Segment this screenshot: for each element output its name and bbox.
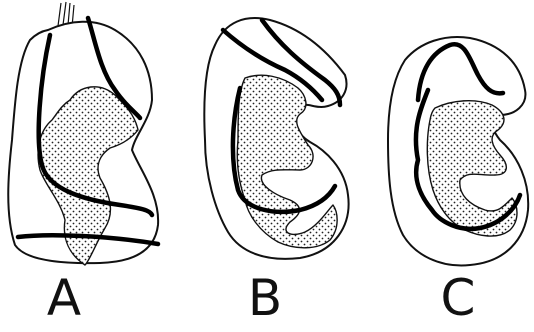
figure-label-b: B — [235, 270, 295, 326]
figure-label-a: A — [34, 270, 94, 326]
figure-label-c: C — [428, 270, 488, 326]
figure-a — [8, 2, 158, 265]
figure-c — [388, 37, 528, 265]
figure-b — [204, 18, 348, 259]
